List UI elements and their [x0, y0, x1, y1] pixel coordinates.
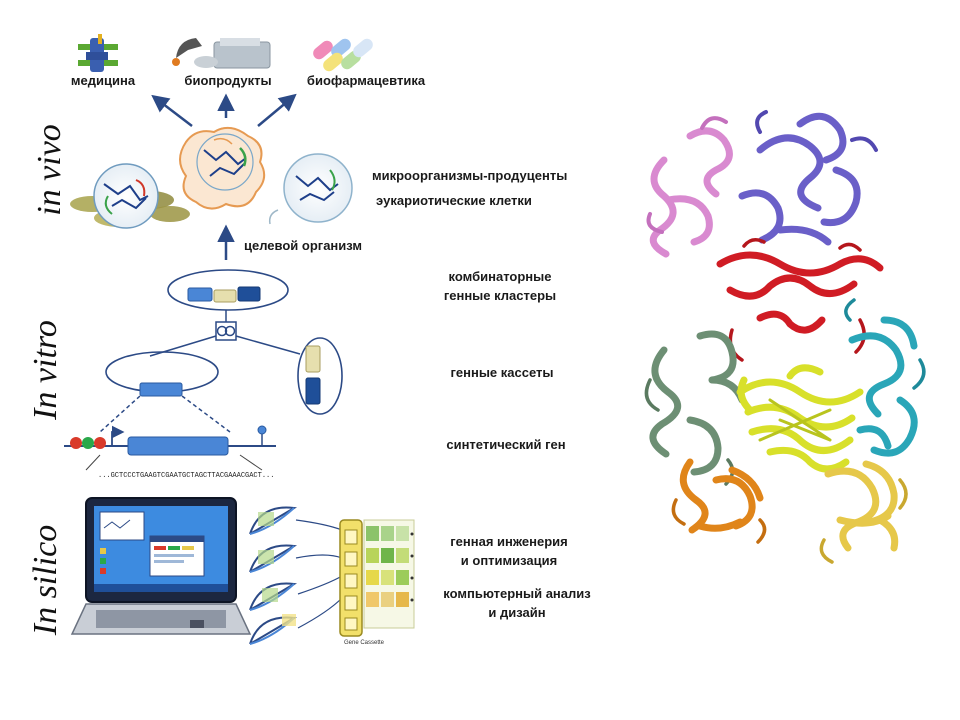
label-analysis-line1: компьютерный анализ	[443, 586, 591, 601]
dna-sequence: ...GCTCCCTGAAGTCGAATGCTAGCTTACGAAACGACT.…	[98, 472, 275, 480]
bacteria-cell-icon	[70, 163, 190, 229]
output-label-bioproducts: биопродукты	[184, 73, 272, 88]
output-label-medicine: медицина	[70, 73, 136, 88]
label-eukaryotic: эукариотические клетки	[376, 193, 532, 208]
label-synthetic-gene: синтетический ген	[446, 437, 566, 452]
synthetic-gene	[64, 425, 276, 471]
eukaryotic-cell-icon	[268, 153, 353, 225]
stage-label-in-silico: In silico	[27, 524, 64, 636]
bioproducts-icon	[172, 38, 271, 69]
protein-structure-icon	[644, 110, 926, 564]
label-clusters-line2: генные кластеры	[443, 288, 557, 303]
producer-cell-icon	[179, 126, 266, 210]
label-analysis-line2: и дизайн	[488, 605, 546, 620]
gene-cassette-plasmid	[105, 351, 219, 397]
stage-label-in-vivo: in vivo	[31, 124, 68, 216]
medicine-icon	[78, 34, 118, 72]
biopharma-icon	[313, 38, 373, 72]
output-arrows	[151, 93, 297, 127]
gene-cassette-caption: Gene Cassette	[344, 640, 385, 646]
small-plasmid	[297, 337, 343, 415]
label-engineering-line1: генная инженерия	[450, 534, 568, 549]
label-clusters-line1: комбинаторные	[448, 269, 552, 284]
gene-cassette-grid	[339, 519, 415, 637]
label-producers: микроорганизмы-продуценты	[372, 168, 568, 183]
dna-strands-icon	[249, 506, 343, 645]
label-engineering-line2: и оптимизация	[460, 553, 558, 568]
label-target-organism: целевой организм	[244, 238, 363, 253]
computer-icon	[70, 497, 252, 635]
combine-symbol-icon	[149, 310, 301, 357]
stage-label-in-vitro: In vitro	[27, 320, 64, 420]
gene-cluster-plasmid	[167, 269, 289, 311]
label-cassettes: генные кассеты	[450, 365, 554, 380]
output-label-biopharma: биофармацевтика	[306, 73, 426, 88]
